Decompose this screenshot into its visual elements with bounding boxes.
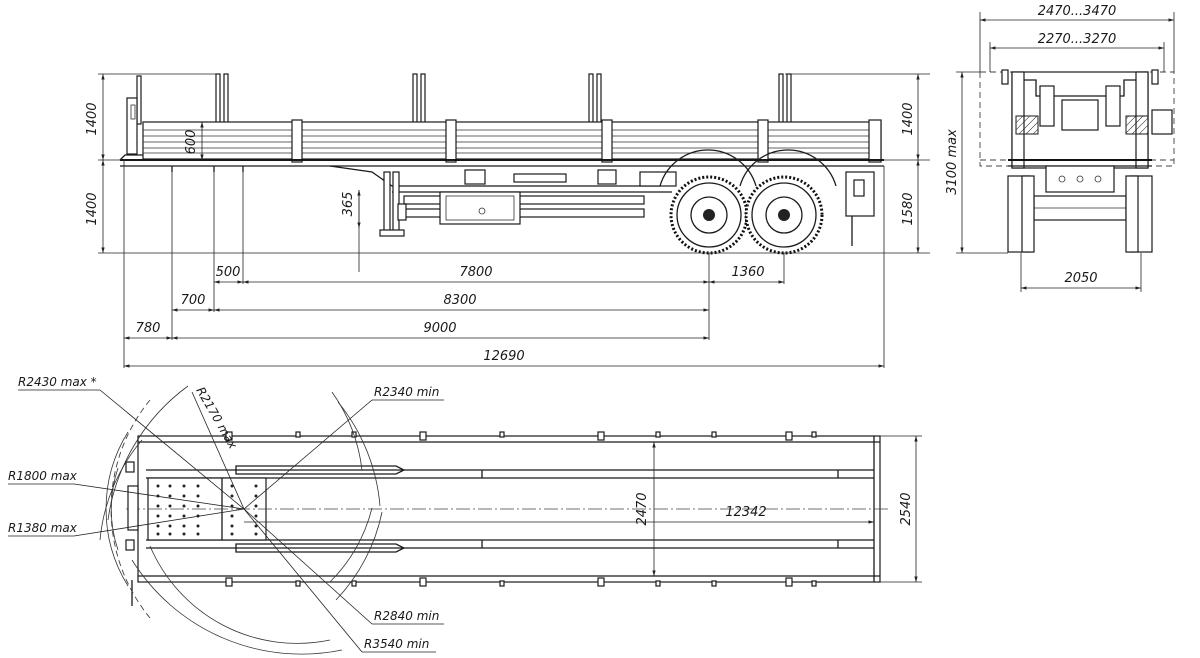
dim-top-inner-length: 12342	[725, 505, 766, 520]
dim-500: 500	[216, 265, 241, 280]
label-r1380: R1380 max	[8, 521, 78, 535]
rear-view: 2470...3470 2270...3270 3100 max 2050	[945, 4, 1175, 292]
dim-width-outer: 2470...3470	[1038, 4, 1117, 19]
dim-top-inner-width: 2470	[635, 492, 650, 525]
side-view: 1400 1400 600 365 1400 1580 500 7800 136…	[85, 73, 930, 368]
kingpin-plate-holes	[156, 484, 258, 536]
dim-780: 780	[136, 321, 161, 336]
side-stakes	[136, 73, 792, 125]
landing-gear	[379, 171, 407, 237]
dim-1580: 1580	[901, 192, 916, 225]
label-r3540: R3540 min	[364, 637, 429, 651]
label-r2840: R2840 min	[374, 609, 439, 623]
side-headboard	[126, 97, 138, 155]
dim-8300: 8300	[443, 293, 476, 308]
dim-700: 700	[181, 293, 206, 308]
side-boards	[142, 119, 882, 163]
top-view: R2430 max * R2170 max R2340 min R1800 ma…	[8, 375, 922, 655]
dim-365: 365	[341, 192, 356, 217]
dim-track: 2050	[1064, 271, 1097, 286]
label-r1800: R1800 max	[8, 469, 78, 483]
dim-9000: 9000	[423, 321, 456, 336]
dim-1400-top-left: 1400	[85, 102, 100, 135]
dim-1400-bottom-left: 1400	[85, 192, 100, 225]
dim-1400-right: 1400	[901, 102, 916, 135]
turning-arcs	[99, 385, 383, 655]
dim-1360: 1360	[731, 265, 764, 280]
dim-7800: 7800	[459, 265, 492, 280]
label-r2340: R2340 min	[374, 385, 439, 399]
top-stake-pockets	[225, 431, 817, 587]
dim-12690: 12690	[483, 349, 524, 364]
dim-width-inner: 2270...3270	[1038, 32, 1117, 47]
label-r2430: R2430 max *	[18, 375, 97, 389]
dim-top-overall-width: 2540	[899, 492, 914, 525]
dim-600: 600	[184, 130, 199, 155]
dim-height-max: 3100 max	[945, 129, 960, 195]
side-wheels	[659, 149, 875, 255]
